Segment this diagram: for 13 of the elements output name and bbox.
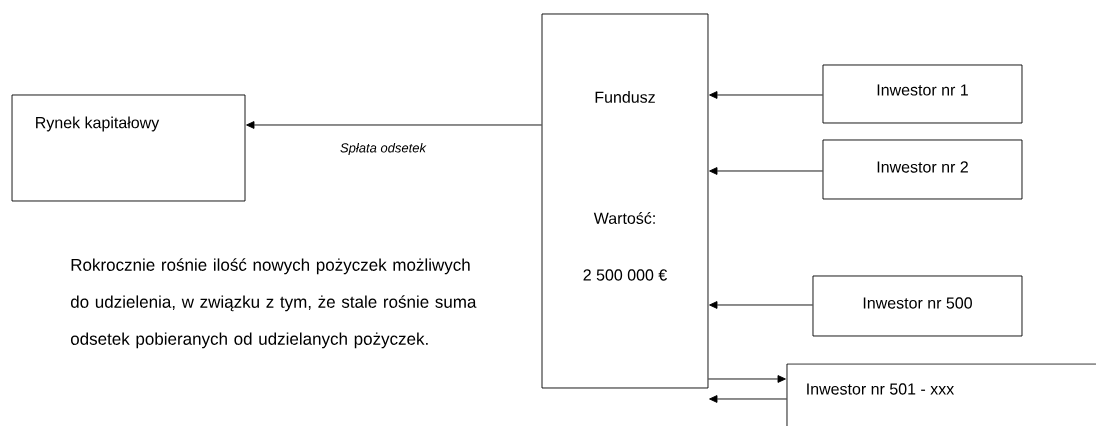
arrow	[708, 375, 786, 383]
investor-box: Inwestor nr 2	[822, 139, 1023, 200]
arrow	[709, 167, 823, 175]
arrow	[709, 395, 787, 403]
note-text: Rokrocznie rośnie ilość nowych pożyczek możliwych do udzielenia, w związku z tym, że stale rośnie suma odsetek pobieranych od udzielanych pożyczek.	[70, 258, 477, 349]
fund-box: Fundusz Wartość: 2 500 000 €	[541, 13, 709, 389]
investor-box: Inwestor nr 501 - xxx	[786, 363, 1096, 426]
process-box: Rynek kapitałowy	[11, 94, 246, 202]
arrow	[709, 91, 823, 99]
arrow	[246, 121, 542, 129]
arrow	[709, 301, 813, 309]
investor-box: Inwestor nr 500	[812, 275, 1023, 337]
investor-box: Inwestor nr 1	[822, 64, 1023, 124]
